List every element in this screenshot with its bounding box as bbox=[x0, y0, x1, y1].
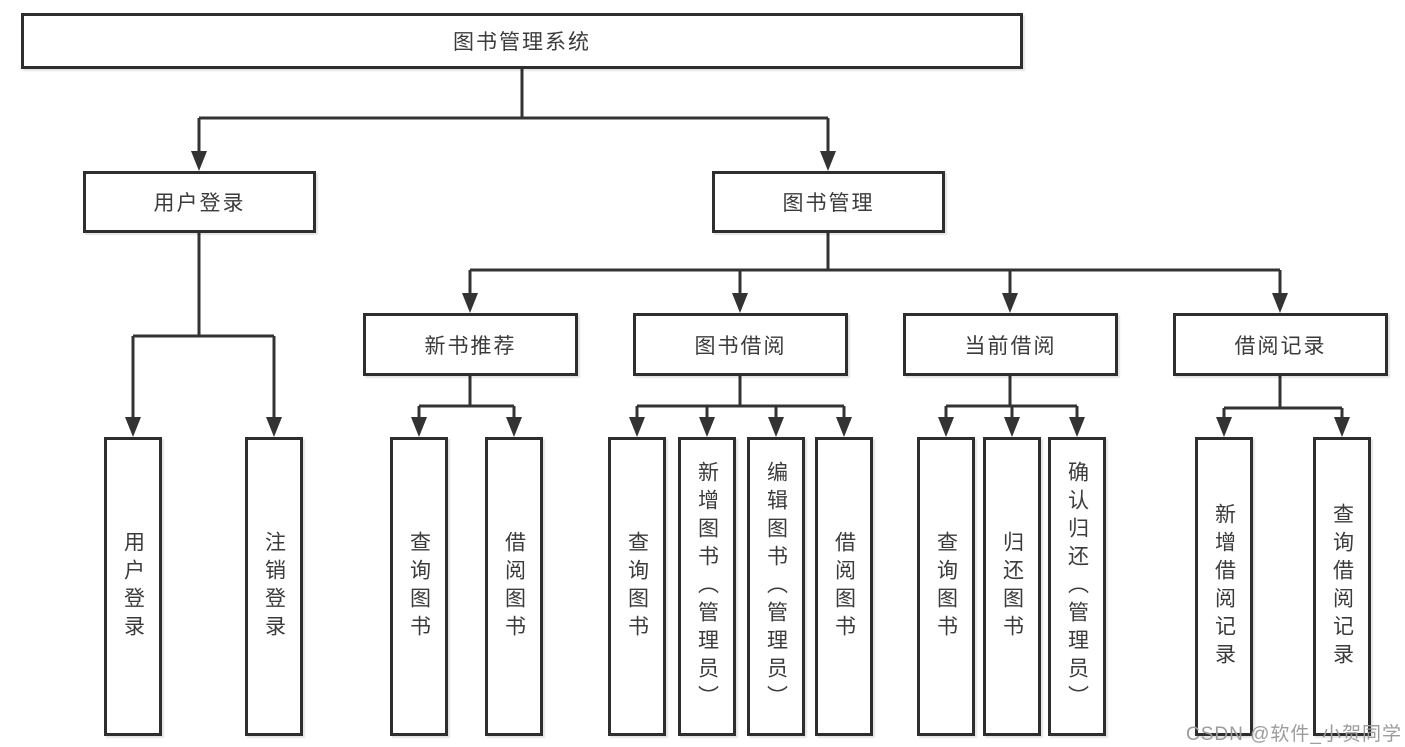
leaf-label: 编辑图书（管理员） bbox=[764, 460, 788, 713]
arrowheads bbox=[125, 151, 1350, 437]
leaf-query-books-borrow: 查询图书 bbox=[608, 437, 666, 736]
leaf-confirm-return-admin: 确认归还（管理员） bbox=[1048, 437, 1106, 736]
node-root: 图书管理系统 bbox=[21, 13, 1023, 69]
leaf-query-books-recommend: 查询图书 bbox=[390, 437, 448, 736]
leaf-label: 新增图书（管理员） bbox=[695, 460, 719, 713]
connector-paths bbox=[131, 69, 1344, 421]
node-user-login: 用户登录 bbox=[83, 171, 316, 233]
leaf-label: 查询图书 bbox=[934, 530, 958, 643]
watermark: CSDN @软件_小贺同学 bbox=[1186, 724, 1402, 745]
leaf-edit-books-admin: 编辑图书（管理员） bbox=[747, 437, 805, 736]
leaf-logout: 注销登录 bbox=[245, 437, 303, 736]
leaf-add-books-admin: 新增图书（管理员） bbox=[678, 437, 736, 736]
leaf-user-login: 用户登录 bbox=[104, 437, 162, 736]
leaf-label: 用户登录 bbox=[121, 530, 145, 643]
leaf-label: 新增借阅记录 bbox=[1212, 502, 1236, 671]
leaf-label: 查询图书 bbox=[407, 530, 431, 643]
leaf-query-borrow-record: 查询借阅记录 bbox=[1313, 437, 1371, 736]
leaf-borrow-books: 借阅图书 bbox=[815, 437, 873, 736]
node-new-book-recommend: 新书推荐 bbox=[363, 313, 578, 376]
node-current-borrow: 当前借阅 bbox=[903, 313, 1118, 376]
node-borrow-records: 借阅记录 bbox=[1173, 313, 1388, 376]
node-book-management: 图书管理 bbox=[712, 171, 945, 233]
leaf-add-borrow-record: 新增借阅记录 bbox=[1195, 437, 1253, 736]
leaf-label: 借阅图书 bbox=[502, 530, 526, 643]
leaf-label: 注销登录 bbox=[262, 530, 286, 643]
leaf-label: 借阅图书 bbox=[832, 530, 856, 643]
leaf-label: 归还图书 bbox=[1000, 530, 1024, 643]
leaf-label: 查询图书 bbox=[625, 530, 649, 643]
leaf-borrow-books-recommend: 借阅图书 bbox=[485, 437, 543, 736]
node-book-borrow: 图书借阅 bbox=[633, 313, 848, 376]
leaf-return-books: 归还图书 bbox=[983, 437, 1041, 736]
leaf-label: 查询借阅记录 bbox=[1330, 502, 1354, 671]
leaf-query-books-current: 查询图书 bbox=[917, 437, 975, 736]
leaf-label: 确认归还（管理员） bbox=[1065, 460, 1089, 713]
